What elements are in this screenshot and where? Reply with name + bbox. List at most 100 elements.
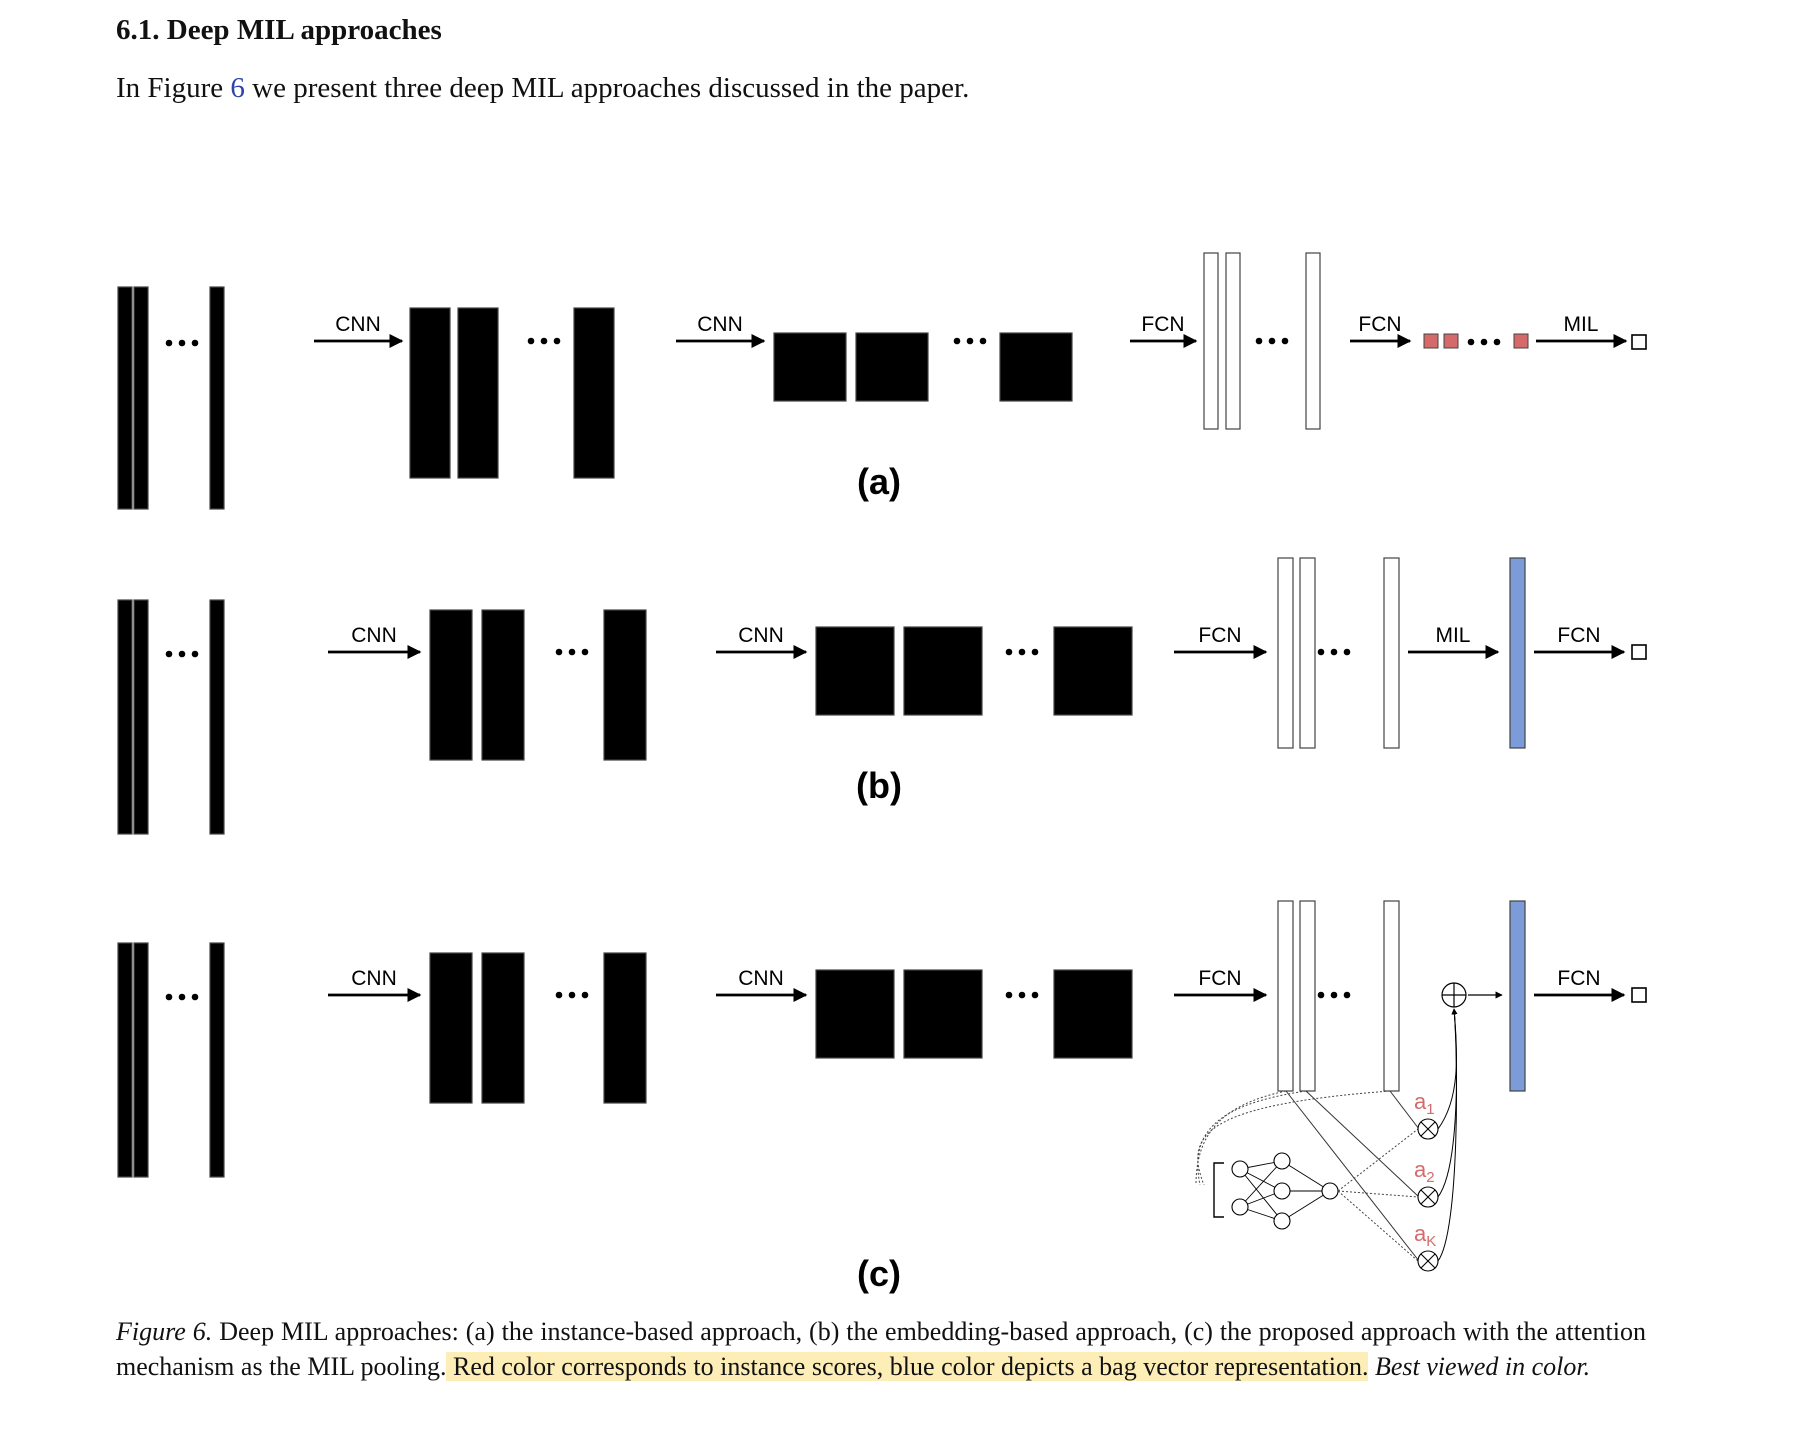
- undefined: [815, 969, 895, 1059]
- undefined-front: [903, 969, 983, 1059]
- feature-dots-dot: [555, 991, 563, 999]
- undefined-front: [117, 942, 133, 1178]
- undefined: [855, 332, 929, 402]
- input-dots-dot: [191, 339, 199, 347]
- embedding-bar: [1383, 557, 1400, 749]
- score-to-mult-dotted: [1337, 1190, 1419, 1198]
- undefined-front: [1053, 969, 1133, 1059]
- undefined: [603, 952, 647, 1104]
- figure-ref-link[interactable]: 6: [230, 72, 245, 104]
- undefined-front: [855, 332, 929, 402]
- embedding-dots-dot: [1281, 337, 1289, 345]
- instance-score: [1513, 333, 1529, 349]
- embedding-bar: [1277, 900, 1294, 1092]
- undefined: [117, 942, 133, 1178]
- cube-dots: [1005, 648, 1039, 656]
- embedding-dots-dot: [1343, 648, 1351, 656]
- score-dots-dot: [1493, 338, 1501, 346]
- mult-node-x2: [1420, 1121, 1436, 1137]
- arrow-cnn-1-label: CNN: [351, 624, 397, 647]
- undefined-front: [773, 332, 847, 402]
- panel-label-c: (c): [857, 1253, 901, 1294]
- undefined: [133, 286, 149, 510]
- arrow-cnn-1-label: CNN: [351, 967, 397, 990]
- attention-weight-label: a1: [1414, 1089, 1435, 1118]
- panel-label-b: (b): [856, 765, 902, 806]
- feature-dots: [555, 991, 589, 999]
- input-dots-dot: [165, 650, 173, 658]
- attention-weight-label: a2: [1414, 1157, 1435, 1186]
- feature-dots-dot: [568, 648, 576, 656]
- caption-highlight: Red color corresponds to instance scores…: [446, 1352, 1369, 1381]
- net-node: [1231, 1160, 1249, 1178]
- cube-dots-dot: [1018, 991, 1026, 999]
- cube-dots-dot: [979, 337, 987, 345]
- arrow-cnn-2-label: CNN: [738, 967, 784, 990]
- embedding-to-mult-line: [1389, 1090, 1420, 1130]
- undefined-front: [409, 307, 451, 479]
- cube-dots-dot: [966, 337, 974, 345]
- undefined-front: [1053, 626, 1133, 716]
- bag-output: [1631, 334, 1647, 350]
- cube-dots-dot: [1005, 648, 1013, 656]
- cube-dots-dot: [1031, 648, 1039, 656]
- undefined-front: [603, 609, 647, 761]
- instance-score: [1443, 333, 1459, 349]
- net-node: [1273, 1152, 1291, 1170]
- net-edge: [1239, 1168, 1283, 1222]
- attention-weight-label: aK: [1414, 1221, 1436, 1250]
- net-edge: [1281, 1190, 1331, 1222]
- feature-dots-dot: [553, 337, 561, 345]
- undefined-front: [481, 952, 525, 1104]
- arrow-fcn-1-label: FCN: [1141, 313, 1184, 336]
- score-dots: [1467, 338, 1501, 346]
- embedding-bar: [1277, 557, 1294, 749]
- mult-node-x2: [1420, 1189, 1436, 1205]
- intro-text-before: In Figure: [116, 72, 231, 104]
- attention-network: a1 a2 aK: [1195, 1008, 1458, 1272]
- caption-text: Deep MIL approaches: (a) the instance-ba…: [116, 1317, 1646, 1381]
- undefined: [815, 626, 895, 716]
- input-dots: [165, 339, 199, 347]
- cube-dots: [953, 337, 987, 345]
- embedding-to-net-dotted: [1195, 1090, 1287, 1186]
- feature-dots-dot: [527, 337, 535, 345]
- undefined: [209, 286, 225, 510]
- net-edge: [1281, 1160, 1331, 1192]
- net-node: [1321, 1182, 1339, 1200]
- feature-dots: [555, 648, 589, 656]
- undefined: [117, 286, 133, 510]
- embedding-bar: [1203, 252, 1219, 430]
- undefined: [133, 942, 149, 1178]
- cube-dots-dot: [953, 337, 961, 345]
- section-heading: 6.1. Deep MIL approaches: [116, 14, 442, 46]
- caption-prefix: Figure 6.: [116, 1317, 213, 1346]
- undefined-front: [117, 599, 133, 835]
- undefined: [903, 969, 983, 1059]
- embedding-bar: [1225, 252, 1241, 430]
- arrow-fcn-2-label: FCN: [1557, 624, 1600, 647]
- undefined: [1053, 626, 1133, 716]
- arrow-mil-label: MIL: [1563, 313, 1598, 336]
- input-dots-dot: [191, 993, 199, 1001]
- arrow-cnn-1-label: CNN: [335, 313, 381, 336]
- embedding-dots-dot: [1317, 648, 1325, 656]
- undefined: [409, 307, 451, 479]
- undefined: [209, 942, 225, 1178]
- cube-dots-dot: [1018, 648, 1026, 656]
- figure-caption: Figure 6. Deep MIL approaches: (a) the i…: [116, 1314, 1646, 1384]
- embedding-to-mult-line: [1285, 1090, 1420, 1262]
- undefined-front: [429, 952, 473, 1104]
- arrow-cnn-2-label: CNN: [697, 313, 743, 336]
- net-node: [1273, 1182, 1291, 1200]
- input-dots-dot: [178, 650, 186, 658]
- mult-node-x2: [1420, 1253, 1436, 1269]
- arrow-cnn-2-label: CNN: [738, 624, 784, 647]
- undefined: [481, 952, 525, 1104]
- embedding-dots-dot: [1343, 991, 1351, 999]
- embedding-dots-dot: [1330, 991, 1338, 999]
